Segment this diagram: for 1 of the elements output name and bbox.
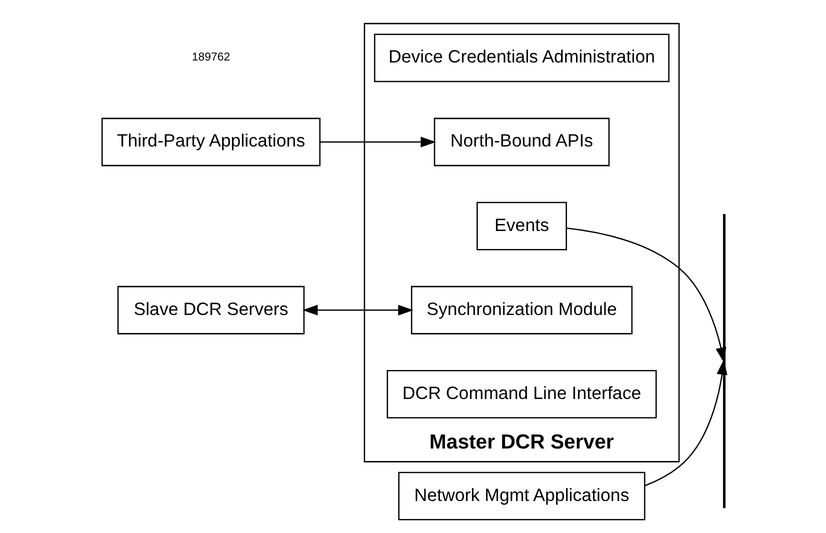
label: 189762	[191, 52, 230, 64]
